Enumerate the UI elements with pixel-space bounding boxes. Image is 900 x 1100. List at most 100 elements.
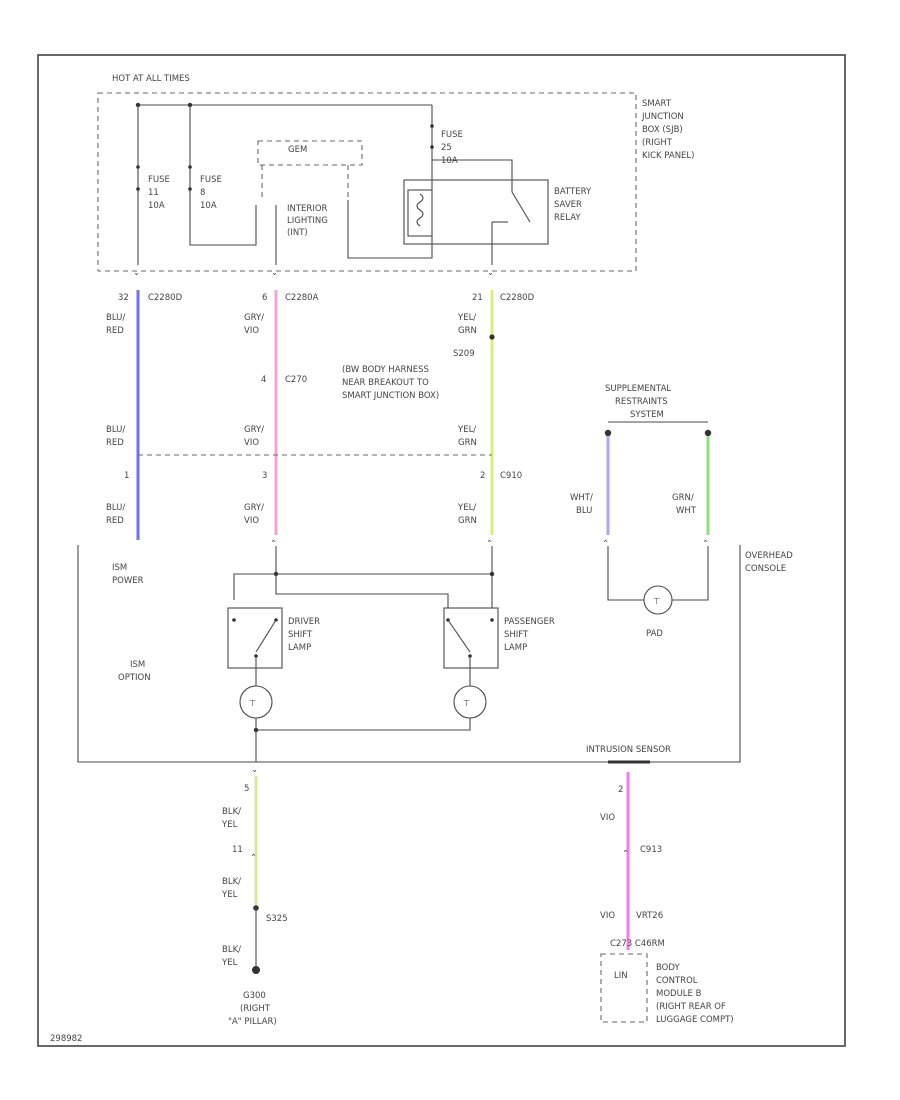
interior-lighting-label-2: LIGHTING xyxy=(287,216,328,226)
sjb-label-5: KICK PANEL) xyxy=(642,151,694,161)
driver-switch-box xyxy=(227,607,283,669)
wire-label-yel: YEL/ xyxy=(457,425,476,435)
connector-mark: ⌄ xyxy=(487,268,494,278)
passenger-switch-contact xyxy=(447,619,471,653)
hot-at-all-times-label: HOT AT ALL TIMES xyxy=(112,74,190,84)
connector-mark: ⌃ xyxy=(702,539,709,549)
pin-label: 3 xyxy=(262,471,267,481)
battery-saver-label-3: RELAY xyxy=(554,213,581,223)
bcm-label-4: (RIGHT REAR OF xyxy=(656,1002,726,1012)
intrusion-sensor-label: INTRUSION SENSOR xyxy=(586,745,671,755)
switch-terminal xyxy=(254,654,258,658)
c2280d-right-pin: 21 xyxy=(472,293,483,303)
battery-saver-label-2: SAVER xyxy=(554,200,582,210)
interior-lighting-label-3: (INT) xyxy=(287,228,308,238)
c2280a-name: C2280A xyxy=(285,293,319,303)
wire-label-red: RED xyxy=(106,516,124,526)
c913-label: C913 xyxy=(640,845,662,855)
pad-label: PAD xyxy=(646,629,663,639)
pin-label: 1 xyxy=(124,471,129,481)
connector-mark: ⌃ xyxy=(486,539,493,549)
passenger-lamp-label-2: SHIFT xyxy=(504,630,529,640)
fuse-8-terminal xyxy=(188,165,192,169)
wire-label-blu: BLU/ xyxy=(106,313,125,323)
g300-label-2: (RIGHT xyxy=(240,1004,271,1014)
fuse-11-label-3: 10A xyxy=(148,201,165,211)
wire-label-grn: GRN xyxy=(458,326,477,336)
connector-mark: ⌄ xyxy=(251,765,258,775)
connector-mark: ⌃ xyxy=(250,853,257,863)
c270-name: C270 xyxy=(285,375,307,385)
fuse-11-label-2: 11 xyxy=(148,188,159,198)
wire-label-wht: WHT/ xyxy=(570,493,593,503)
driver-lamp-label-3: LAMP xyxy=(288,643,311,653)
bcm-label-3: MODULE B xyxy=(656,989,702,999)
connector-mark: ⌃ xyxy=(602,539,609,549)
wire-label-blk: BLK/ xyxy=(222,945,241,955)
ism-power-label-1: ISM xyxy=(112,563,127,573)
wire-label-yel: YEL xyxy=(221,820,238,830)
lamp-junction xyxy=(253,727,259,733)
wire-label-vio: VIO xyxy=(244,516,259,526)
driver-lamp-symbol: ⊤ xyxy=(249,699,256,709)
diagram-border xyxy=(37,54,846,1047)
s325-label: S325 xyxy=(266,914,288,924)
relay-coil xyxy=(416,193,424,227)
wire-label-yel: YEL/ xyxy=(457,313,476,323)
g300-ground xyxy=(252,966,260,974)
wire-label-blk: BLK/ xyxy=(222,877,241,887)
wire-label-grn: GRN xyxy=(458,516,477,526)
c2280d-left-pin: 32 xyxy=(118,293,129,303)
overhead-console-label-2: CONSOLE xyxy=(745,564,786,574)
c2280d-left-name: C2280D xyxy=(148,293,183,303)
overhead-console-outline xyxy=(77,545,741,763)
passenger-lamp-symbol: ⊤ xyxy=(463,699,470,709)
driver-switch-contact xyxy=(255,619,277,653)
splice-note-1: (BW BODY HARNESS xyxy=(342,365,429,375)
fuse-8-terminal xyxy=(188,187,192,191)
fuse-8-label-1: FUSE xyxy=(200,175,222,185)
battery-saver-relay-box xyxy=(403,179,549,245)
overhead-console-label-1: OVERHEAD xyxy=(745,551,793,561)
fuse-11-terminal xyxy=(136,187,140,191)
switch-terminal xyxy=(468,654,472,658)
switch-terminal xyxy=(490,618,494,622)
fuse-25-label-2: 25 xyxy=(441,143,452,153)
s209-label: S209 xyxy=(453,349,475,359)
pin-label: 11 xyxy=(232,845,243,855)
fuse-8-wire xyxy=(189,105,257,246)
c2280d-right-name: C2280D xyxy=(500,293,535,303)
fuse-25-terminal xyxy=(430,124,434,128)
pad-lamp-symbol: ⊤ xyxy=(653,597,660,607)
gem-label: GEM xyxy=(288,145,307,155)
wire-label-blu: BLU xyxy=(576,506,592,516)
relay-coil-outline xyxy=(407,189,433,237)
wire-label-grn: GRN/ xyxy=(672,493,694,503)
s209-splice xyxy=(489,334,495,340)
driver-lamp-label-1: DRIVER xyxy=(288,617,320,627)
battery-saver-label-1: BATTERY xyxy=(554,187,592,197)
sjb-label-3: BOX (SJB) xyxy=(642,125,683,135)
fuse-11-label-1: FUSE xyxy=(148,175,170,185)
bcm-label-2: CONTROL xyxy=(656,976,698,986)
ism-power-label-2: POWER xyxy=(112,576,144,586)
passenger-switch-box xyxy=(443,607,499,669)
c910-name: C910 xyxy=(500,471,522,481)
srs-terminal xyxy=(604,429,612,437)
bcm-lin-label: LIN xyxy=(614,971,628,981)
pin-label: 2 xyxy=(618,785,623,795)
wire-label-red: RED xyxy=(106,438,124,448)
g300-label-1: G300 xyxy=(243,991,266,1001)
ism-option-label-2: OPTION xyxy=(118,673,151,683)
wire-label-vio: VIO xyxy=(244,438,259,448)
connector-mark: ⌄ xyxy=(271,268,278,278)
connector-mark: ⌄ xyxy=(133,268,140,278)
c270-pin: 4 xyxy=(261,375,266,385)
srs-terminal xyxy=(704,429,712,437)
wire-label-vio: VIO xyxy=(600,813,615,823)
sjb-label-4: (RIGHT xyxy=(642,138,673,148)
fuse-11-terminal xyxy=(136,165,140,169)
ism-option-label-1: ISM xyxy=(130,660,145,670)
connector-mark: ⌃ xyxy=(622,849,629,859)
